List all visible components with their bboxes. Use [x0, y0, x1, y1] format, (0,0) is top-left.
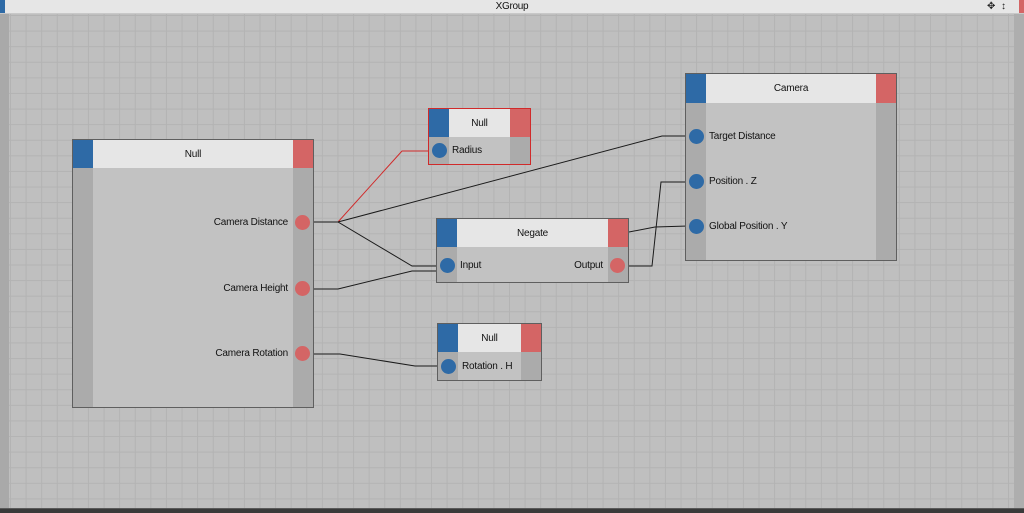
- port-label-rotation-h: Rotation . H: [462, 361, 513, 372]
- port-camera-height[interactable]: [295, 281, 310, 296]
- port-position-z[interactable]: [689, 174, 704, 189]
- node-title: Negate: [516, 227, 549, 239]
- port-input[interactable]: [440, 258, 455, 273]
- node-input-column: [73, 168, 93, 407]
- node-output-tab[interactable]: [608, 219, 628, 247]
- left-port-strip: [0, 14, 9, 508]
- node-header: Null: [429, 109, 530, 137]
- node-input-tab[interactable]: [438, 324, 458, 352]
- node-output-column: [521, 352, 541, 380]
- port-label-camera-height: Camera Height: [223, 283, 288, 294]
- port-target-distance[interactable]: [689, 129, 704, 144]
- node-title: Camera: [773, 83, 809, 94]
- node-negate[interactable]: Negate Input Output: [436, 218, 629, 283]
- port-camera-rotation[interactable]: [295, 346, 310, 361]
- port-output[interactable]: [610, 258, 625, 273]
- node-null-radius[interactable]: Null Radius: [428, 108, 531, 165]
- port-label-position-z: Position . Z: [709, 176, 757, 187]
- right-port-strip: [1014, 14, 1024, 508]
- port-radius[interactable]: [432, 143, 447, 158]
- node-title: Null: [184, 148, 202, 160]
- port-rotation-h[interactable]: [441, 359, 456, 374]
- node-title: Null: [471, 117, 488, 129]
- node-header: Negate: [437, 219, 628, 247]
- node-output-column: [876, 103, 896, 260]
- bottom-border: [0, 508, 1024, 513]
- node-input-tab[interactable]: [437, 219, 457, 247]
- window-title: XGroup: [495, 1, 529, 12]
- port-label-radius: Radius: [452, 145, 482, 156]
- node-output-tab[interactable]: [876, 74, 896, 103]
- window-titlebar: XGroup ✥ ↕: [0, 0, 1024, 14]
- node-output-column: [510, 137, 530, 164]
- titlebar-output-strip: [1019, 0, 1024, 13]
- node-input-tab[interactable]: [73, 140, 93, 168]
- node-output-tab[interactable]: [510, 109, 530, 137]
- port-label-target-distance: Target Distance: [709, 131, 776, 142]
- port-label-input: Input: [460, 260, 482, 271]
- node-header: Null: [438, 324, 541, 352]
- node-header: Null: [73, 140, 313, 168]
- node-header: Camera: [686, 74, 896, 103]
- node-null-rotation[interactable]: Null Rotation . H: [437, 323, 542, 381]
- node-output-tab[interactable]: [521, 324, 541, 352]
- titlebar-input-strip: [0, 0, 5, 13]
- node-output-tab[interactable]: [293, 140, 313, 168]
- port-camera-distance[interactable]: [295, 215, 310, 230]
- node-input-tab[interactable]: [429, 109, 449, 137]
- node-null-main[interactable]: Null Camera Distance Camera Height Camer…: [72, 139, 314, 408]
- port-global-position-y[interactable]: [689, 219, 704, 234]
- port-label-camera-rotation: Camera Rotation: [215, 348, 288, 359]
- resize-vertical-icon[interactable]: ↕: [1001, 1, 1006, 12]
- node-title: Null: [481, 332, 498, 344]
- move-icon[interactable]: ✥: [987, 1, 996, 12]
- node-camera[interactable]: Camera Target Distance Position . Z Glob…: [685, 73, 897, 261]
- node-input-tab[interactable]: [686, 74, 706, 103]
- port-label-output: Output: [574, 260, 603, 271]
- port-label-camera-distance: Camera Distance: [213, 217, 288, 228]
- port-label-global-position-y: Global Position . Y: [709, 221, 788, 232]
